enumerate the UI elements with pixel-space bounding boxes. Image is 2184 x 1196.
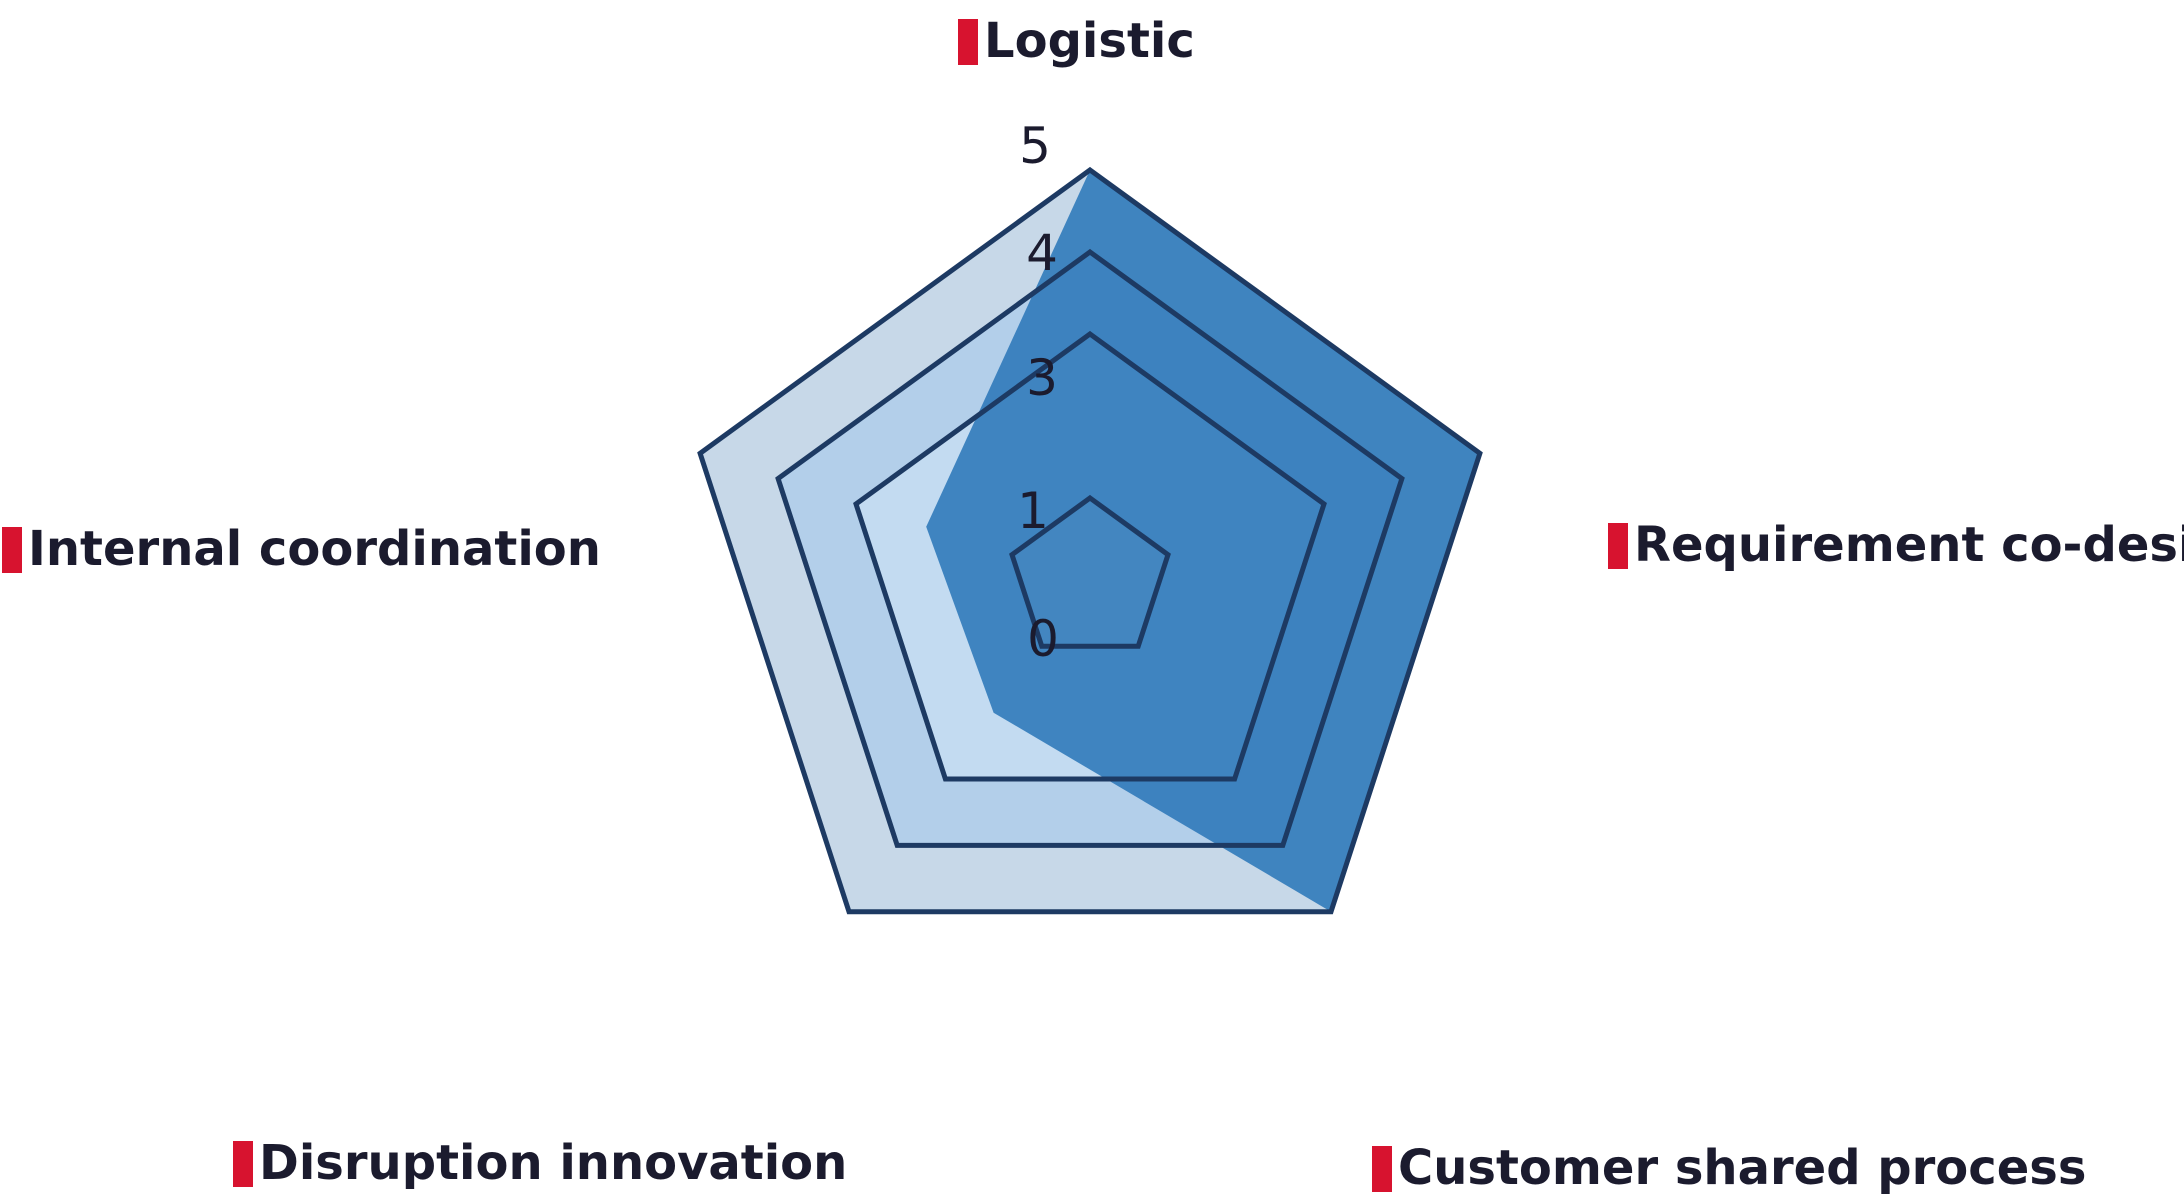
tick-label-3: 3 [1026,349,1058,407]
tick-label-5: 5 [1019,117,1051,175]
axis-label-1: Requirement co-design [1608,517,2184,573]
axis-label-text: Customer shared process [1398,1140,2086,1196]
axis-label-text: Internal coordination [28,521,601,577]
axis-label-0: Logistic [958,13,1195,69]
axis-label-3: Disruption innovation [233,1135,847,1191]
tick-label-4: 4 [1026,224,1058,282]
axis-label-2: Customer shared process [1372,1140,2086,1196]
grid-ring-1 [1009,494,1171,649]
tick-labels: 0 1 3 4 5 [1017,117,1059,668]
label-marker-icon [958,19,978,65]
axis-label-text: Logistic [984,13,1195,69]
axis-label-4: Internal coordination [2,521,601,577]
label-marker-icon [233,1141,253,1187]
tick-label-1: 1 [1017,482,1049,540]
grid-lines [697,166,1483,915]
axis-label-text: Disruption innovation [259,1135,847,1191]
label-marker-icon [2,527,22,573]
grid-ring-3 [853,330,1327,782]
tick-label-0: 0 [1027,610,1059,668]
axis-label-text: Requirement co-design [1634,517,2184,573]
label-marker-icon [1608,523,1628,569]
label-marker-icon [1372,1146,1392,1192]
grid-ring-5 [697,166,1483,915]
grid-ring-4 [775,248,1405,848]
